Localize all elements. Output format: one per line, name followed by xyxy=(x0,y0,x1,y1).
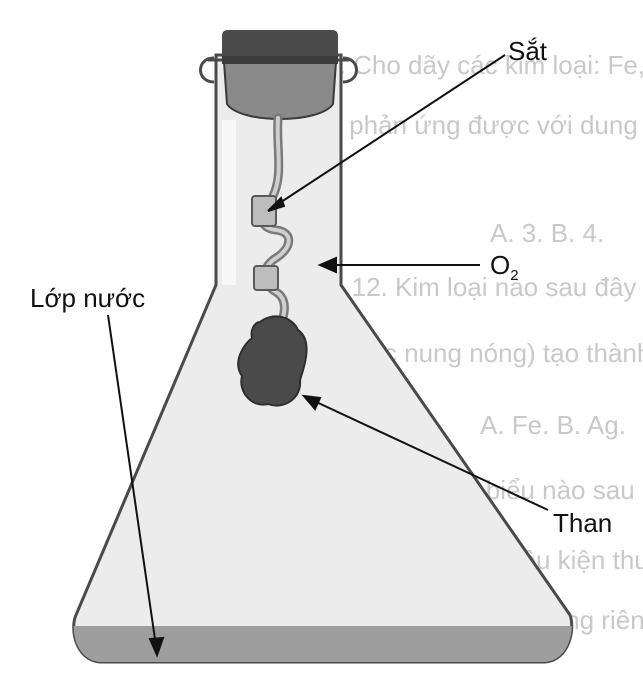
pointer-charcoal xyxy=(311,399,549,511)
label-charcoal: Than xyxy=(553,508,613,538)
pointer-lines xyxy=(107,54,549,658)
bleed-text-line: A. 3. B. 4. xyxy=(490,218,605,248)
bleed-text-line: dãy phản ứng được với dung dịch H xyxy=(300,110,643,140)
label-iron: Sắt xyxy=(508,36,548,66)
flask-body xyxy=(72,53,574,664)
arrowhead-charcoal xyxy=(301,394,322,411)
label-oxygen-base: O xyxy=(490,250,511,280)
iron-wire-highlight xyxy=(260,116,291,342)
arrowhead-iron xyxy=(267,196,286,212)
label-water-layer: Lớp nước xyxy=(30,283,146,313)
water-layer xyxy=(73,626,572,662)
arrowhead-oxygen xyxy=(317,256,337,274)
stopper-body xyxy=(222,61,338,120)
stopper xyxy=(222,30,338,120)
label-oxygen: O2 xyxy=(490,250,519,284)
arrowhead-water xyxy=(148,636,165,658)
iron-wire xyxy=(251,113,294,345)
bleed-text-line: A. Fe. B. Ag. xyxy=(480,410,626,440)
stopper-top-shadow xyxy=(222,56,338,64)
charcoal-lump xyxy=(237,315,308,407)
bleed-text-line: 4.12. Kim loại nào sau đây khi đốt xyxy=(330,272,643,302)
stopper-top xyxy=(222,30,338,64)
label-oxygen-subscript: 2 xyxy=(510,267,519,284)
iron-wire-loop xyxy=(253,265,279,291)
pointer-iron xyxy=(271,54,506,209)
iron-wire-loop xyxy=(251,195,277,227)
neck-highlight xyxy=(222,120,236,285)
bleed-text-line: 4.11. Cho dãy các kim loại: Fe, Cu, xyxy=(290,50,643,80)
pointer-water xyxy=(107,314,157,647)
